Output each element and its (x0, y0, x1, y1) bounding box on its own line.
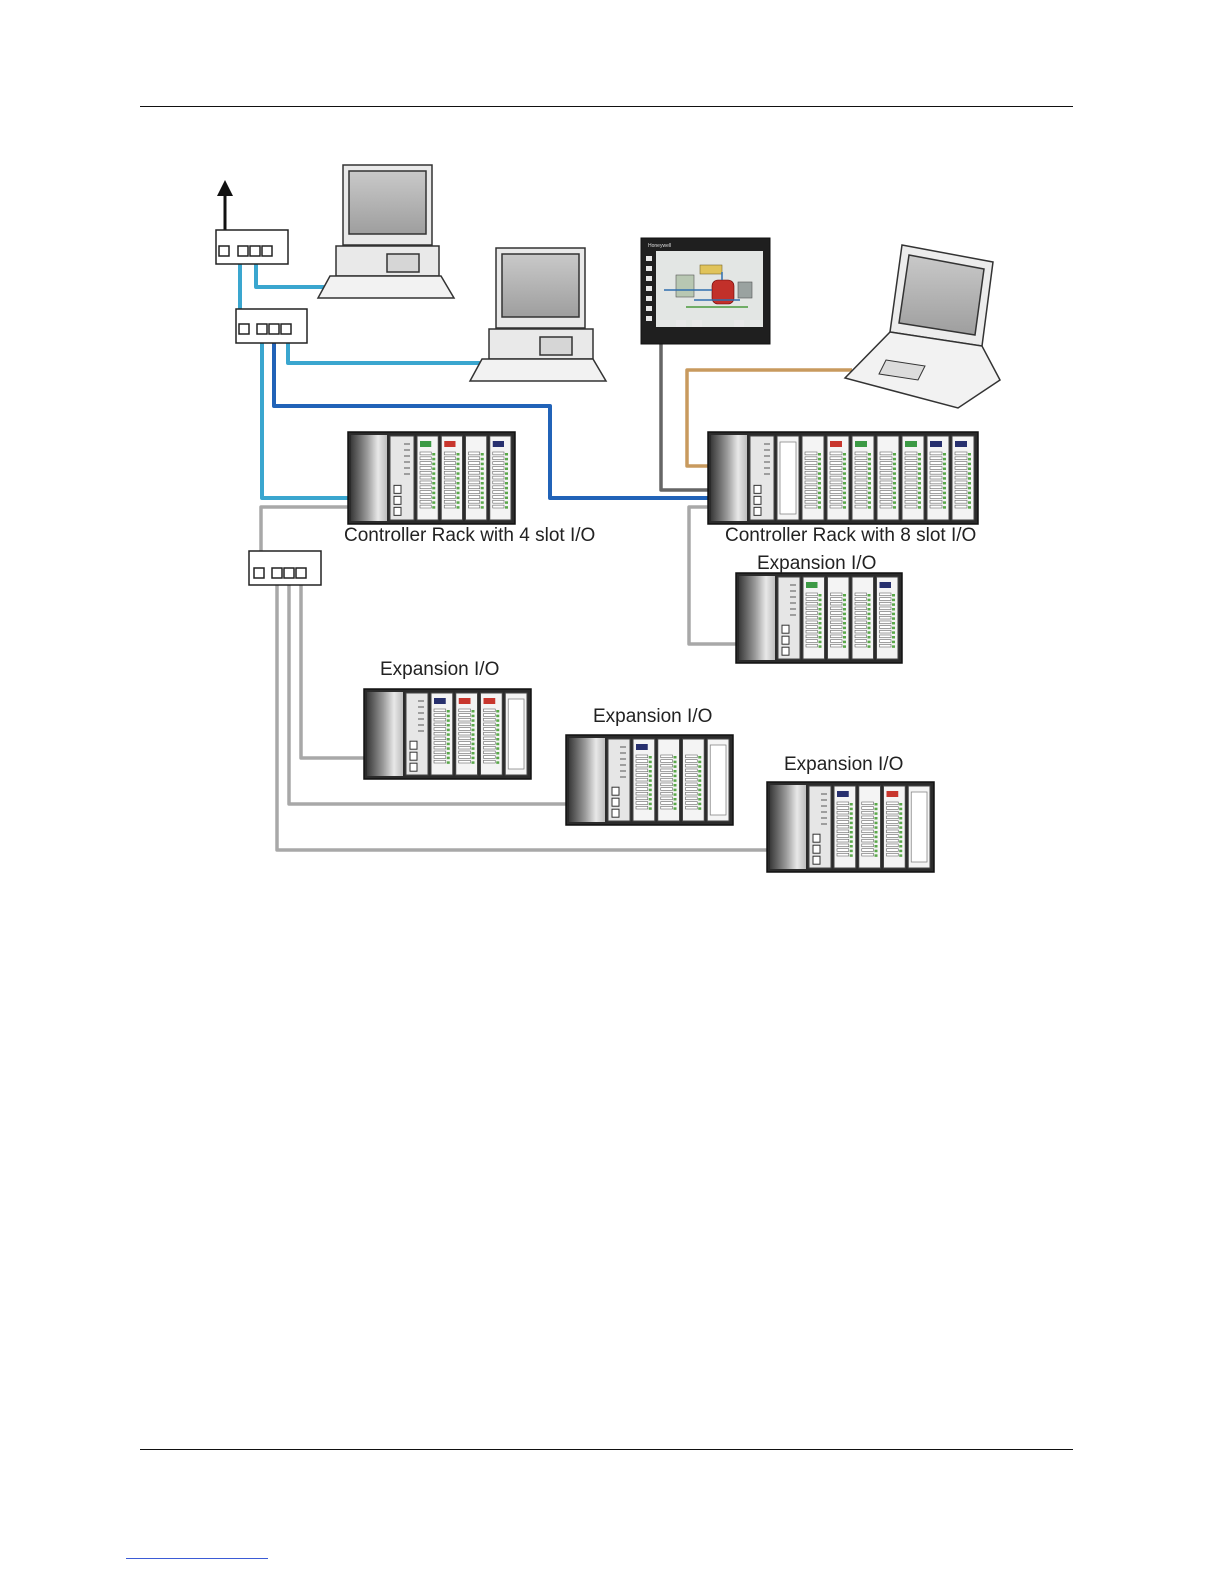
label-rack8: Controller Rack with 8 slot I/O (725, 525, 976, 546)
desktop-pc-icon (470, 248, 606, 381)
expansion-rack-icon (736, 573, 902, 663)
expansion-rack-icon (364, 689, 531, 779)
cable-switch2-desktop2 (288, 335, 480, 363)
network-switch-icon (249, 551, 321, 585)
expansion-rack-icon (566, 735, 733, 825)
controller-rack-icon (708, 432, 978, 524)
laptop-icon (845, 245, 1000, 408)
hmi-brand: Honeywell (648, 243, 671, 249)
desktop-pc-icon (318, 165, 454, 298)
label-expansion-2: Expansion I/O (593, 706, 712, 727)
footer-rule (140, 1449, 1073, 1450)
hmi-touchscreen-icon: Honeywell (641, 238, 770, 344)
label-rack4: Controller Rack with 4 slot I/O (344, 525, 595, 546)
network-switch-icon (236, 309, 307, 343)
expansion-rack-icon (767, 782, 934, 872)
footer-link-underline (126, 1558, 268, 1559)
label-expansion-1: Expansion I/O (380, 659, 499, 680)
label-expansion-right: Expansion I/O (757, 553, 876, 574)
label-expansion-3: Expansion I/O (784, 754, 903, 775)
network-switch-icon (216, 230, 288, 264)
controller-rack-icon (348, 432, 515, 524)
